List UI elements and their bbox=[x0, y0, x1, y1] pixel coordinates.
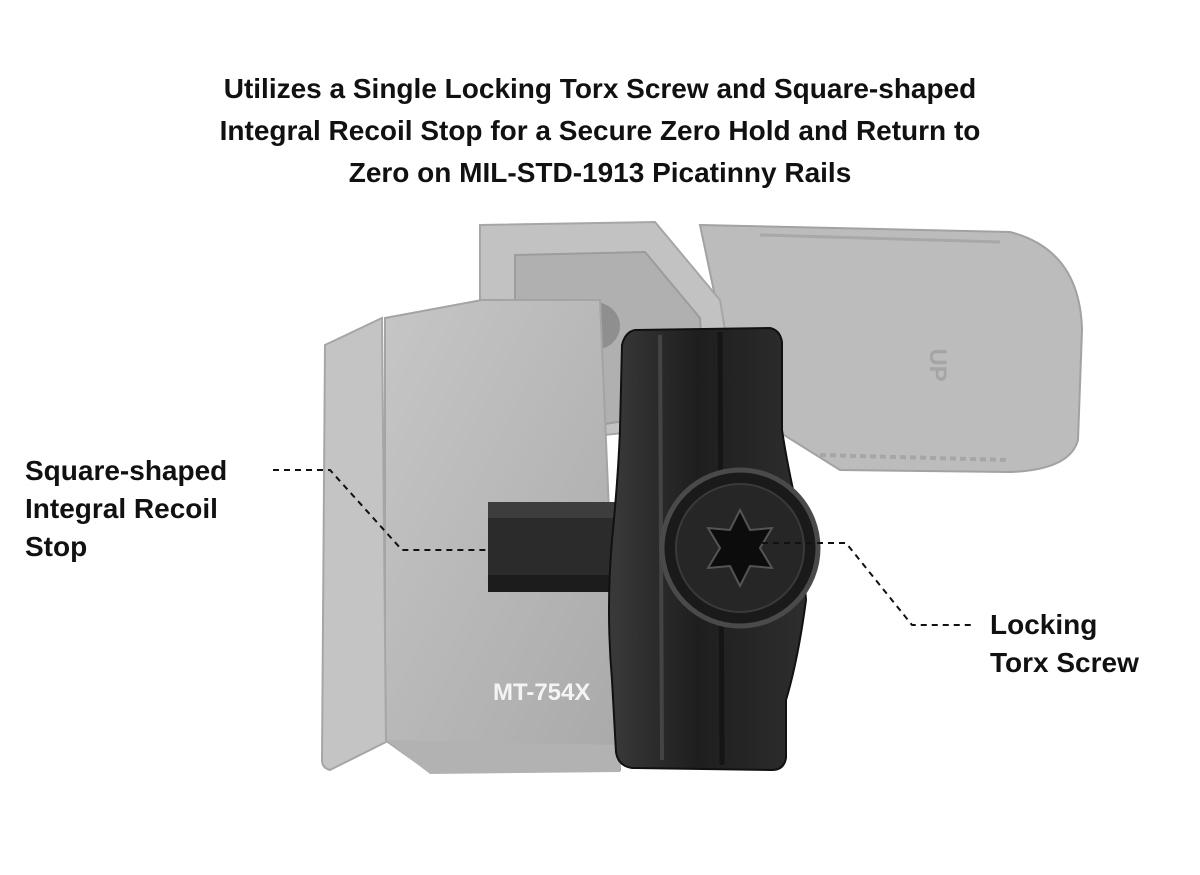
headline-line-3: Zero on MIL-STD-1913 Picatinny Rails bbox=[348, 157, 852, 188]
body-marking: UP bbox=[924, 348, 951, 381]
callout-torx-screw-line-2: Torx Screw bbox=[990, 647, 1139, 678]
callout-recoil-stop-line-3: Stop bbox=[25, 531, 88, 562]
callout-recoil-stop-line-2: Integral Recoil bbox=[25, 493, 218, 524]
torx-socket-icon bbox=[706, 507, 774, 589]
headline: Utilizes a Single Locking Torx Screw and… bbox=[0, 68, 1200, 194]
callout-recoil-stop: Square-shaped Integral Recoil Stop bbox=[25, 452, 227, 566]
leader-line-torx-screw bbox=[762, 542, 975, 626]
mount-arm: UP bbox=[698, 223, 1084, 474]
recoil-stop bbox=[488, 502, 628, 592]
torx-screw bbox=[659, 467, 821, 629]
headline-line-2: Integral Recoil Stop for a Secure Zero H… bbox=[219, 115, 981, 146]
callout-torx-screw: Locking Torx Screw bbox=[990, 606, 1139, 682]
headline-line-1: Utilizes a Single Locking Torx Screw and… bbox=[223, 73, 977, 104]
model-marking: MT-754X bbox=[493, 679, 590, 706]
leader-line-recoil-stop bbox=[273, 469, 488, 551]
callout-recoil-stop-line-1: Square-shaped bbox=[25, 455, 228, 486]
callout-torx-screw-line-1: Locking bbox=[990, 609, 1098, 640]
